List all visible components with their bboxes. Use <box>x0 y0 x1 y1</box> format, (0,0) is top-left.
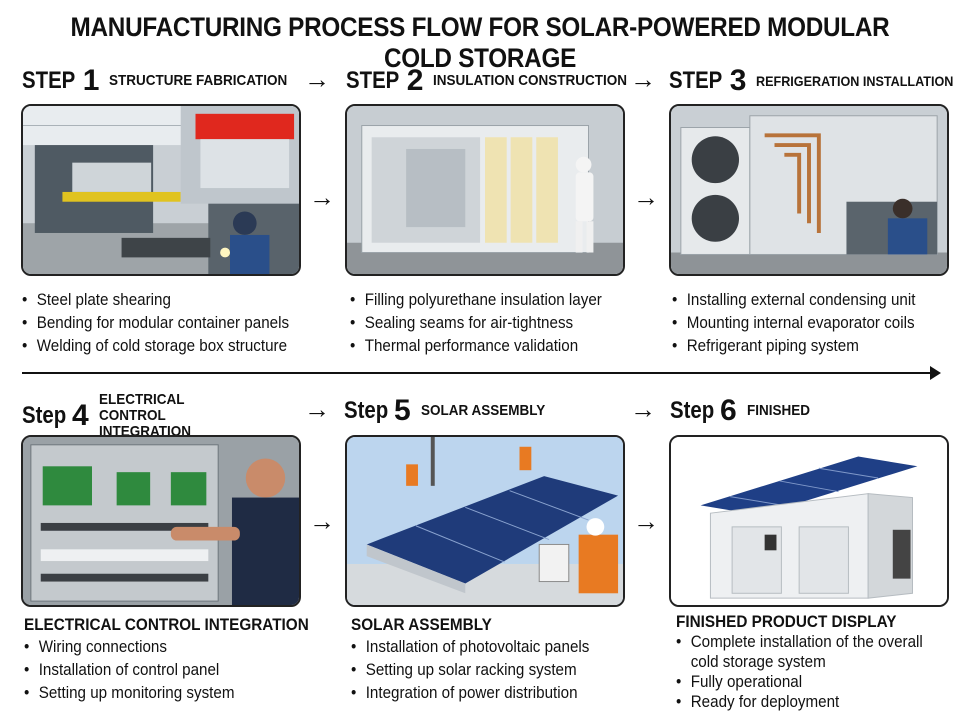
list-item: •Setting up solar racking system <box>351 661 577 679</box>
list-item: •Ready for deployment <box>676 693 840 711</box>
step-6-number: 6 <box>720 394 737 427</box>
step-3-header: STEP 3 REFRIGERATION INSTALLATION <box>669 64 960 98</box>
list-item: •Refrigerant piping system <box>672 337 859 355</box>
step-3-image <box>669 104 949 276</box>
step-3-word: STEP <box>669 67 723 94</box>
list-item: •Welding of cold storage box structure <box>22 337 288 355</box>
step-4-image <box>21 435 301 607</box>
arrow-panel-5-6-icon: → <box>633 506 659 536</box>
step-6-word: Step <box>670 397 715 424</box>
step-4-word: Step <box>22 402 67 429</box>
step-1-name: STRUCTURE FABRICATION <box>109 72 288 89</box>
arrow-5-6-icon: → <box>630 394 656 424</box>
step-1-image <box>21 104 301 276</box>
list-item: •Complete installation of the overall co… <box>676 633 923 671</box>
arrow-panel-2-3-icon: → <box>633 182 659 212</box>
electrical-panel-illustration <box>23 437 299 605</box>
list-item: •Steel plate shearing <box>22 291 171 309</box>
factory-shearing-illustration <box>23 106 299 274</box>
list-item: •Installation of control panel <box>24 661 220 679</box>
arrow-2-3-icon: → <box>630 64 656 94</box>
list-item: •Installing external condensing unit <box>672 291 916 309</box>
arrow-panel-1-2-icon: → <box>309 182 335 212</box>
step-2-number: 2 <box>406 64 424 97</box>
list-item: •Bending for modular container panels <box>22 314 290 332</box>
step-4-bullets: •Wiring connections •Installation of con… <box>24 636 253 705</box>
list-item: •Filling polyurethane insulation layer <box>350 291 602 309</box>
step-6-header: Step 6 FINISHED <box>670 394 817 428</box>
step-5-number: 5 <box>394 394 411 427</box>
container-insulation-illustration <box>347 106 623 274</box>
diagram-title: MANUFACTURING PROCESS FLOW FOR SOLAR-POW… <box>70 12 890 73</box>
step-3-number: 3 <box>729 64 747 97</box>
step-5-word: Step <box>344 397 389 424</box>
step-6-bullets: •Complete installation of the overall co… <box>676 632 954 712</box>
step-5-bullets: •Installation of photovoltaic panels •Se… <box>351 636 610 705</box>
row-divider-arrowhead-icon <box>930 366 941 380</box>
step-5-header: Step 5 SOLAR ASSEMBLY <box>344 394 559 428</box>
step-4-caption: ELECTRICAL CONTROL INTEGRATION <box>24 615 309 634</box>
row-divider-line <box>22 372 934 374</box>
solar-assembly-illustration <box>347 437 623 605</box>
list-item: •Mounting internal evaporator coils <box>672 314 915 332</box>
step-2-name: INSULATION CONSTRUCTION <box>433 72 628 89</box>
step-3-name: REFRIGERATION INSTALLATION <box>756 73 954 89</box>
step-1-word: STEP <box>22 67 76 94</box>
step-4-number: 4 <box>72 399 89 432</box>
step-6-image <box>669 435 949 607</box>
step-6-caption: FINISHED PRODUCT DISPLAY <box>676 612 897 631</box>
step-1-number: 1 <box>82 64 100 97</box>
step-5-caption: SOLAR ASSEMBLY <box>351 615 492 634</box>
step-6-name: FINISHED <box>746 402 810 419</box>
list-item: •Setting up monitoring system <box>24 684 235 702</box>
step-5-name: SOLAR ASSEMBLY <box>420 402 545 419</box>
list-item: •Installation of photovoltaic panels <box>351 638 590 656</box>
list-item: •Wiring connections <box>24 638 167 656</box>
step-2-image <box>345 104 625 276</box>
step-4-name: ELECTRICAL CONTROL INTEGRATION <box>98 391 191 440</box>
list-item: •Integration of power distribution <box>351 684 578 702</box>
list-item: •Thermal performance validation <box>350 337 579 355</box>
list-item: •Sealing seams for air-tightness <box>350 314 574 332</box>
step-2-header: STEP 2 INSULATION CONSTRUCTION <box>346 64 649 98</box>
refrigeration-unit-illustration <box>671 106 947 274</box>
arrow-1-2-icon: → <box>304 64 330 94</box>
step-1-header: STEP 1 STRUCTURE FABRICATION <box>22 64 307 98</box>
step-1-bullets: •Steel plate shearing •Bending for modul… <box>22 289 312 358</box>
arrow-panel-4-5-icon: → <box>309 506 335 536</box>
step-4-header: Step 4 ELECTRICAL CONTROL INTEGRATION <box>22 392 269 440</box>
step-5-image <box>345 435 625 607</box>
finished-cold-storage-illustration <box>671 437 947 605</box>
arrow-4-5-icon: → <box>304 394 330 424</box>
list-item: •Fully operational <box>676 673 803 691</box>
step-3-bullets: •Installing external condensing unit •Mo… <box>672 289 937 358</box>
step-2-bullets: •Filling polyurethane insulation layer •… <box>350 289 624 358</box>
step-2-word: STEP <box>346 67 400 94</box>
